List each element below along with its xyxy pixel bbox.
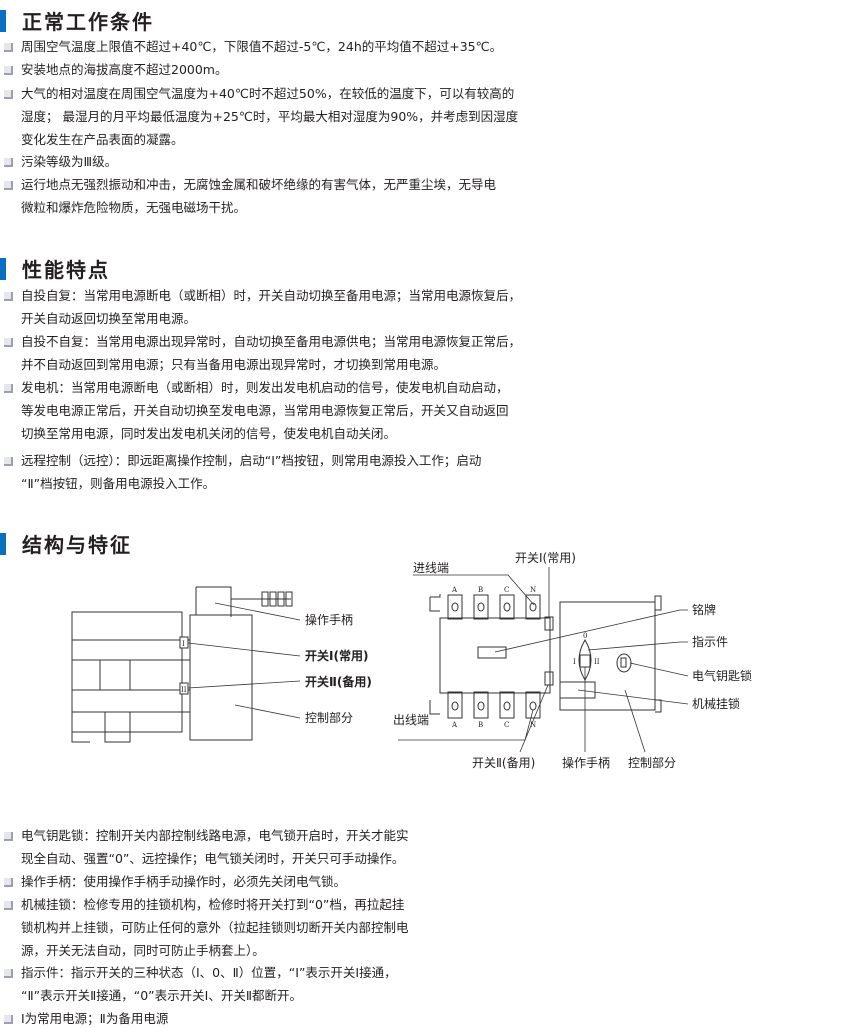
label-nameplate: 铭牌 bbox=[692, 602, 716, 617]
label-switch-2: 开关Ⅱ(备用) bbox=[305, 674, 372, 689]
bullet-icon bbox=[4, 338, 13, 347]
front-view-diagram bbox=[429, 594, 662, 719]
mark-ii: II bbox=[181, 686, 187, 694]
item-text-line: 现全自动、强置“0”、远控操作；电气锁关闭时，开关只可手动操作。 bbox=[21, 851, 405, 866]
label-handle-front: 操作手柄 bbox=[562, 755, 610, 770]
item-text-line: Ⅰ为常用电源；Ⅱ为备用电源 bbox=[21, 1011, 169, 1026]
item-text-line: 安装地点的海拔高度不超过2000m。 bbox=[21, 62, 228, 77]
bullet-icon bbox=[4, 384, 13, 393]
bullet-icon bbox=[4, 90, 13, 99]
heading-bar bbox=[0, 533, 6, 555]
label-handle: 操作手柄 bbox=[305, 612, 353, 627]
indicator-0: 0 bbox=[583, 632, 587, 640]
item-text-line: 变化发生在产品表面的凝露。 bbox=[21, 132, 184, 147]
side-view-diagram bbox=[71, 586, 293, 743]
item-text-line: 操作手柄：使用操作手柄手动操作时，必须先关闭电气锁。 bbox=[21, 874, 347, 889]
indicator-ii: II bbox=[594, 658, 600, 666]
bullet-icon bbox=[4, 901, 13, 910]
item-text-line: 并不自动返回到常用电源；只有当备用电源出现异常时，才切换到常用电源。 bbox=[21, 357, 447, 372]
item-text-line: 开关自动返回切换至常用电源。 bbox=[21, 311, 197, 326]
item-text-line: 切换至常用电源，同时发出发电机关闭的信号，使发电机自动关闭。 bbox=[21, 426, 397, 441]
label-switch-2-front: 开关Ⅱ(备用) bbox=[472, 756, 535, 770]
heading-bar bbox=[0, 258, 6, 280]
bullet-icon bbox=[4, 158, 13, 167]
mark-i: I bbox=[182, 640, 185, 648]
item-text-line: 自投不自复：当常用电源出现异常时，自动切换至备用电源供电；当常用电源恢复正常后， bbox=[21, 334, 522, 349]
bullet-icon bbox=[4, 969, 13, 978]
section-title: 正常工作条件 bbox=[22, 10, 154, 34]
indicator-i: I bbox=[573, 658, 576, 666]
pole-label: C bbox=[504, 721, 509, 729]
item-text-line: 污染等级为Ⅲ级。 bbox=[21, 154, 118, 169]
item-text-line: 机械挂锁：检修专用的挂锁机构，检修时将开关打到“0”档，再拉起挂 bbox=[21, 897, 405, 912]
bullet-icon bbox=[4, 292, 13, 301]
section-title: 结构与特征 bbox=[22, 533, 132, 557]
label-control-front: 控制部分 bbox=[628, 755, 676, 770]
bullet-icon bbox=[4, 181, 13, 190]
item-text-line: 源，开关无法自动，同时可防止手柄套上）。 bbox=[21, 943, 265, 958]
bullet-icon bbox=[4, 43, 13, 52]
label-switch-1: 开关Ⅰ(常用) bbox=[305, 648, 368, 663]
item-text-line: 大气的相对温度在周围空气温度为+40℃时不超过50%，在较低的温度下，可以有较高… bbox=[21, 86, 515, 101]
item-text-line: 微粒和爆炸危险物质，无强电磁场干扰。 bbox=[21, 200, 247, 215]
item-text-line: 锁机构并上挂锁，可防止任何的意外（拉起挂锁则切断开关内部控制电 bbox=[21, 920, 409, 935]
item-text-line: 运行地点无强烈振动和冲击，无腐蚀金属和破坏绝缘的有害气体，无严重尘埃，无导电 bbox=[21, 177, 497, 192]
label-incoming: 进线端 bbox=[413, 561, 449, 575]
pole-label: A bbox=[451, 586, 458, 594]
pole-label: B bbox=[478, 721, 483, 729]
label-padlock: 机械挂锁 bbox=[692, 696, 740, 711]
bullet-icon bbox=[4, 832, 13, 841]
item-text-line: 周围空气温度上限值不超过+40℃，下限值不超过-5℃，24h的平均值不超过+35… bbox=[21, 39, 503, 54]
item-text-line: 湿度； 最湿月的月平均最低温度为+25℃时，平均最大相对湿度为90%，并考虑到因… bbox=[21, 109, 519, 124]
bullet-icon bbox=[4, 457, 13, 466]
item-text-line: 远程控制（远控）：即远距离操作控制，启动“Ⅰ”档按钮，则常用电源投入工作；启动 bbox=[21, 453, 482, 468]
pole-label: C bbox=[504, 586, 509, 594]
bullet-icon bbox=[4, 66, 13, 75]
item-text-line: 等发电电源正常后，开关自动切换至发电电源，当常用电源恢复正常后，开关又自动返回 bbox=[21, 403, 509, 418]
pole-label: N bbox=[530, 721, 536, 729]
item-text-line: 自投自复：当常用电源断电（或断相）时，开关自动切换至备用电源；当常用电源恢复后， bbox=[21, 288, 522, 303]
item-text-line: 指示件：指示开关的三种状态（Ⅰ、0、Ⅱ）位置，“Ⅰ”表示开关Ⅰ接通， bbox=[21, 965, 397, 980]
pole-label: N bbox=[530, 586, 536, 594]
item-text-line: 发电机：当常用电源断电（或断相）时，则发出发电机启动的信号，使发电机自动启动， bbox=[21, 380, 509, 395]
pole-label: A bbox=[451, 721, 458, 729]
item-text-line: “Ⅱ”档按钮，则备用电源投入工作。 bbox=[21, 476, 216, 491]
label-key-lock: 电气钥匙锁 bbox=[692, 668, 752, 683]
heading-bar bbox=[0, 10, 6, 32]
label-control: 控制部分 bbox=[305, 710, 353, 725]
label-indicator: 指示件 bbox=[692, 634, 728, 649]
label-switch-1-front: 开关Ⅰ(常用) bbox=[515, 551, 576, 565]
label-outgoing: 出线端 bbox=[393, 713, 429, 727]
item-text-line: 电气钥匙锁：控制开关内部控制线路电源，电气锁开启时，开关才能实 bbox=[21, 828, 409, 843]
pole-label: B bbox=[478, 586, 483, 594]
item-text-line: “Ⅱ”表示开关Ⅱ接通，“0”表示开关Ⅰ、开关Ⅱ都断开。 bbox=[21, 988, 303, 1003]
section-title: 性能特点 bbox=[22, 258, 110, 282]
bullet-icon bbox=[4, 878, 13, 887]
